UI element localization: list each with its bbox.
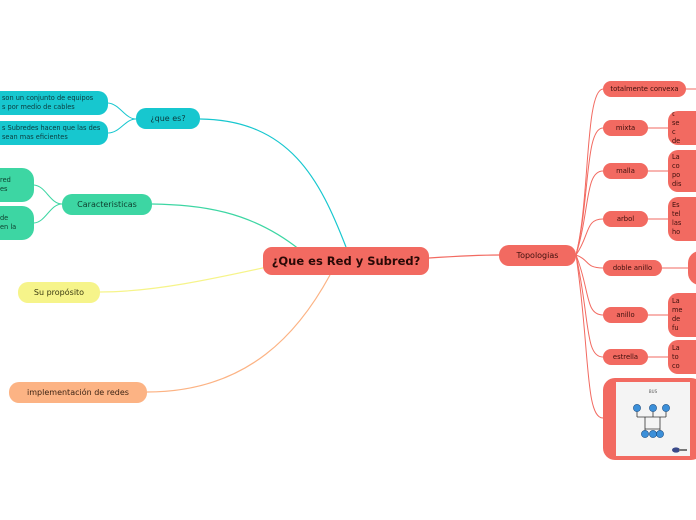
topologia-anillo-label: anillo	[616, 311, 635, 319]
que-es-leaf-1-text: son un conjunto de equipos s por medio d…	[2, 94, 94, 111]
connector-que-es-leaf-2	[107, 118, 137, 134]
topic-topologias[interactable]: Topologias	[499, 245, 576, 266]
topologia-malla[interactable]: malla	[603, 163, 648, 179]
root-topic-label: ¿Que es Red y Subred?	[271, 254, 421, 268]
topic-caracteristicas[interactable]: Caracteristicas	[62, 194, 152, 215]
anillo-fragment[interactable]: La me de fu	[668, 293, 696, 337]
topologia-mixta[interactable]: mixta	[603, 120, 648, 136]
que-es-leaf-2-text: s Subredes hacen que las des sean mas ef…	[2, 124, 101, 141]
arbol-fragment-text: Es tel las ho	[672, 201, 682, 236]
connector-root-que-es	[199, 118, 347, 248]
topic-proposito[interactable]: Su propósito	[18, 282, 100, 303]
connector-root-implementacion	[146, 274, 331, 393]
topic-proposito-label: Su propósito	[33, 288, 85, 297]
connector-topo-arbol	[575, 218, 604, 256]
topologia-estrella-label: estrella	[612, 353, 639, 361]
topologia-malla-label: malla	[616, 167, 635, 175]
connector-topo-mixta	[575, 127, 604, 256]
connector-topo-image	[575, 254, 604, 419]
topic-que-es-label: ¿que es?	[150, 114, 186, 123]
que-es-leaf-2[interactable]: s Subredes hacen que las des sean mas ef…	[0, 121, 108, 145]
topic-implementacion[interactable]: implementación de redes	[9, 382, 147, 403]
que-es-leaf-1[interactable]: son un conjunto de equipos s por medio d…	[0, 91, 108, 115]
root-topic[interactable]: ¿Que es Red y Subred?	[263, 247, 429, 275]
connector-root-caracteristicas	[151, 203, 301, 251]
topologia-arbol[interactable]: arbol	[603, 211, 648, 227]
connector-topo-malla	[575, 170, 604, 256]
bus-topology-image: BUS	[616, 382, 690, 456]
estrella-fragment[interactable]: La to co	[668, 340, 696, 374]
connector-topo-anillo	[575, 254, 604, 316]
arbol-fragment[interactable]: Es tel las ho	[668, 197, 696, 241]
topologia-totalmente-convexa-label: totalmente convexa	[610, 85, 679, 93]
topic-topologias-label: Topologias	[516, 251, 559, 260]
connector-carac-leaf-2	[33, 203, 63, 224]
connector-que-es-leaf-1	[107, 102, 137, 120]
topologia-estrella[interactable]: estrella	[603, 349, 648, 365]
topic-que-es[interactable]: ¿que es?	[136, 108, 200, 129]
caracteristicas-leaf-2[interactable]: de en la	[0, 206, 34, 240]
mixta-fragment-text: La t se c de e	[672, 111, 681, 145]
caracteristicas-leaf-1-text: red es	[0, 176, 11, 193]
malla-fragment-text: La co po dis	[672, 153, 682, 188]
malla-fragment[interactable]: La co po dis	[668, 150, 696, 192]
estrella-fragment-text: La to co	[672, 343, 680, 370]
topologia-mixta-label: mixta	[615, 124, 636, 132]
anillo-fragment-text: La me de fu	[672, 297, 683, 332]
connector-root-topologias	[428, 254, 500, 259]
connector-topo-estrella	[575, 254, 604, 358]
topic-implementacion-label: implementación de redes	[27, 388, 129, 397]
caracteristicas-leaf-2-text: de en la	[0, 214, 17, 231]
connector-topo-doble-anillo	[575, 254, 604, 269]
topologia-image-node[interactable]: BUS	[603, 378, 696, 460]
topologia-doble-anillo-label: doble anillo	[612, 264, 653, 272]
mixta-fragment[interactable]: La t se c de e	[668, 111, 696, 145]
bus-topology-icon	[633, 404, 687, 453]
doble-anillo-fragment[interactable]	[688, 251, 696, 285]
connector-root-proposito	[99, 261, 291, 293]
topologia-doble-anillo[interactable]: doble anillo	[603, 260, 662, 276]
caracteristicas-leaf-1[interactable]: red es	[0, 168, 34, 202]
bus-image-caption: BUS	[648, 389, 658, 394]
topologia-totalmente-convexa[interactable]: totalmente convexa	[603, 81, 686, 97]
topic-caracteristicas-label: Caracteristicas	[77, 200, 137, 209]
connector-carac-leaf-1	[33, 184, 63, 205]
topologia-arbol-label: arbol	[616, 215, 635, 223]
topologia-anillo[interactable]: anillo	[603, 307, 648, 323]
